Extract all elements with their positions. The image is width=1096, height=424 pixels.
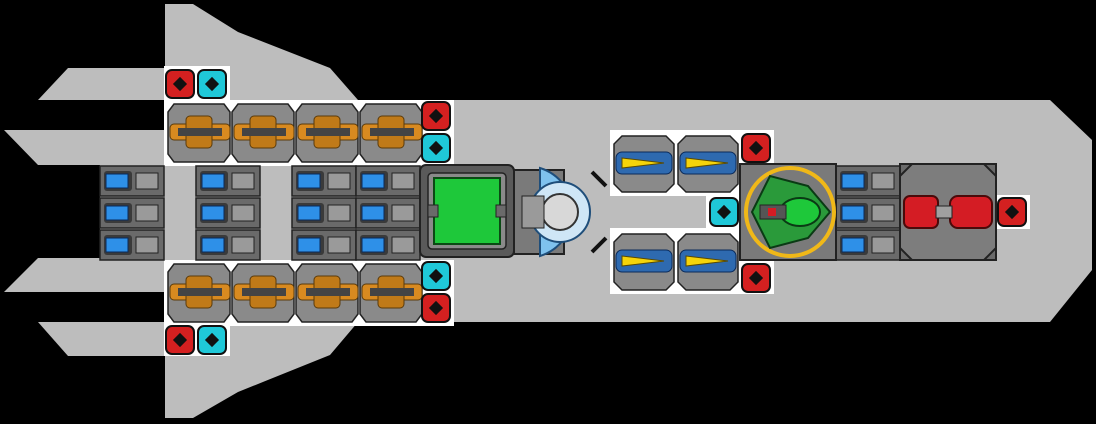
red-connector[interactable] — [421, 293, 451, 323]
cannon-modules — [167, 103, 423, 323]
cyan-connector[interactable] — [197, 69, 227, 99]
connector-modules — [165, 69, 1027, 355]
battery-module[interactable] — [355, 229, 421, 261]
battery-module[interactable] — [835, 229, 901, 261]
battery-module[interactable] — [99, 197, 165, 229]
battery-module[interactable] — [195, 229, 261, 261]
missile-launcher[interactable] — [613, 233, 675, 291]
cannon-module[interactable] — [167, 103, 231, 163]
cannon-module[interactable] — [167, 263, 231, 323]
battery-module[interactable] — [835, 197, 901, 229]
battery-module[interactable] — [195, 165, 261, 197]
battery-module[interactable] — [291, 197, 357, 229]
red-connector[interactable] — [997, 197, 1027, 227]
cannon-module[interactable] — [231, 263, 295, 323]
battery-module[interactable] — [835, 165, 901, 197]
missile-modules — [613, 135, 739, 291]
battery-module[interactable] — [99, 165, 165, 197]
reactor-green-panel — [433, 177, 501, 245]
cyan-connector[interactable] — [197, 325, 227, 355]
gyro-shield[interactable] — [513, 166, 608, 258]
cockpit-module[interactable] — [739, 163, 837, 261]
cyan-connector[interactable] — [421, 261, 451, 291]
thruster-engine[interactable] — [899, 163, 997, 261]
red-connector[interactable] — [421, 101, 451, 131]
battery-module[interactable] — [99, 229, 165, 261]
cyan-connector[interactable] — [709, 197, 739, 227]
battery-module[interactable] — [291, 229, 357, 261]
missile-launcher[interactable] — [677, 233, 739, 291]
red-connector[interactable] — [165, 325, 195, 355]
missile-launcher[interactable] — [613, 135, 675, 193]
red-connector[interactable] — [741, 263, 771, 293]
battery-module[interactable] — [291, 165, 357, 197]
battery-module[interactable] — [355, 165, 421, 197]
cannon-module[interactable] — [295, 103, 359, 163]
battery-module[interactable] — [195, 197, 261, 229]
cannon-module[interactable] — [359, 103, 423, 163]
battery-module[interactable] — [355, 197, 421, 229]
cyan-connector[interactable] — [421, 133, 451, 163]
battery-modules — [99, 165, 901, 261]
cannon-module[interactable] — [295, 263, 359, 323]
reactor-core[interactable] — [419, 164, 515, 258]
red-connector[interactable] — [165, 69, 195, 99]
missile-launcher[interactable] — [677, 135, 739, 193]
cannon-module[interactable] — [231, 103, 295, 163]
red-connector[interactable] — [741, 133, 771, 163]
cannon-module[interactable] — [359, 263, 423, 323]
